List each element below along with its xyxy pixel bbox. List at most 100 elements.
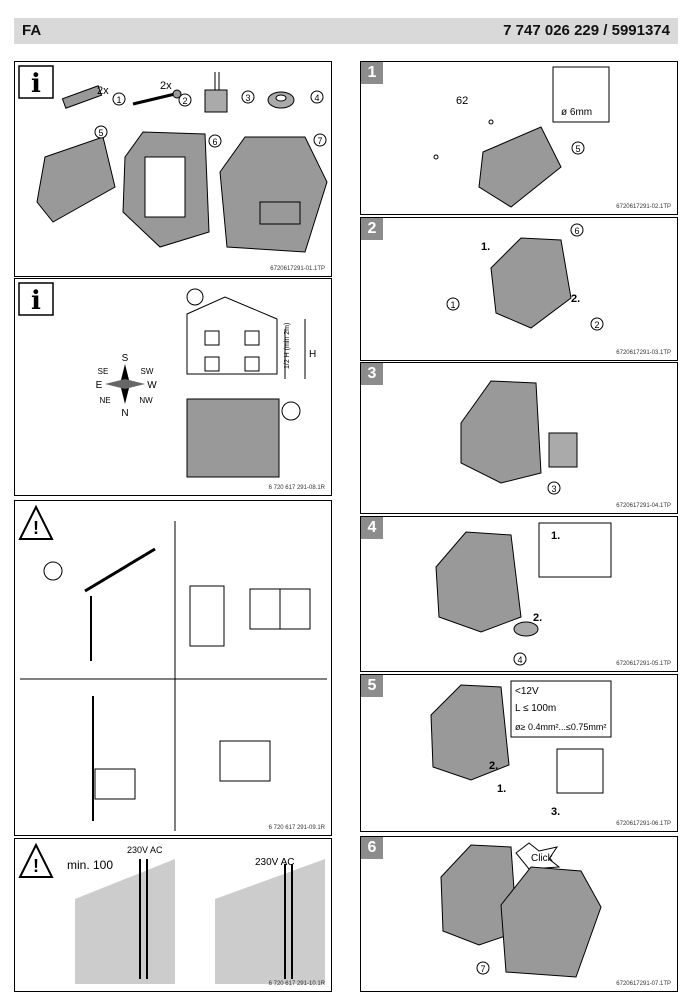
svg-text:!: ! [33, 856, 39, 876]
vent-grille [219, 740, 271, 782]
svg-text:2.: 2. [571, 293, 580, 305]
svg-text:5: 5 [575, 144, 580, 154]
orientation-illustration: ℹ 1/2 H (min 2m) H S SE SW E W NE NW N [18, 282, 316, 478]
step-number: 1 [361, 62, 383, 84]
page-header: FA 7 747 026 229 / 5991374 [14, 18, 678, 44]
step-number: 3 [361, 363, 383, 385]
warning-icon [18, 504, 54, 540]
svg-text:W: W [147, 380, 157, 391]
screw-icon [132, 89, 182, 106]
svg-text:2x: 2x [97, 85, 109, 97]
drill-template-illustration: 62 ø 6mm 5 [433, 66, 610, 208]
svg-text:230V AC: 230V AC [127, 845, 163, 855]
step-number: 2 [361, 218, 383, 240]
svg-text:1.: 1. [497, 783, 506, 795]
figure-ref: 6720617291-04.1TP [616, 503, 671, 509]
sensor-cover [219, 136, 328, 253]
base-mounting-illustration: 1. 2. 6 1 2 [446, 223, 604, 331]
svg-text:!: ! [33, 518, 39, 538]
mounting-warnings-panel: ! 6 720 617 291-09.1R [14, 500, 332, 836]
info-icon: ℹ [31, 285, 41, 315]
svg-text:7: 7 [317, 136, 322, 146]
svg-text:1.: 1. [481, 241, 490, 253]
door [189, 585, 225, 647]
document-number: 7 747 026 229 / 5991374 [503, 22, 670, 39]
svg-text:L ≤ 100m: L ≤ 100m [515, 703, 556, 714]
terminal-install-illustration: 3 [460, 380, 578, 495]
sun-icon [43, 561, 63, 581]
figure-ref: 6720617291-06.1TP [616, 821, 671, 827]
cover-close-illustration: Click 7 [440, 842, 602, 978]
grommet-icon [267, 91, 295, 109]
figure-ref: 6 720 617 291-09.1R [268, 825, 325, 831]
svg-text:6: 6 [574, 226, 579, 236]
sun-icon [186, 288, 204, 306]
svg-text:1.: 1. [551, 530, 560, 542]
svg-text:62: 62 [456, 95, 468, 107]
cable-distance-panel: ! min. 100 230V AC 230V AC 6 720 617 291… [14, 838, 332, 992]
language-code: FA [22, 22, 42, 39]
figure-ref: 6 720 617 291-08.1R [268, 485, 325, 491]
info-icon-frame [18, 65, 54, 99]
svg-text:5: 5 [98, 128, 103, 138]
svg-text:SE: SE [98, 367, 109, 376]
terminal-block-icon [204, 72, 228, 113]
svg-text:2x: 2x [160, 80, 172, 92]
svg-text:3: 3 [551, 484, 556, 494]
svg-text:Click: Click [531, 853, 554, 864]
svg-text:E: E [96, 380, 103, 391]
grommet-install-illustration: 1. 2. 4 [435, 522, 612, 666]
svg-text:2.: 2. [533, 612, 542, 624]
house-plan [186, 398, 280, 478]
wall-left [75, 859, 175, 984]
info-icon: ℹ [31, 68, 41, 98]
step-number: 4 [361, 517, 383, 539]
svg-text:6: 6 [212, 137, 217, 147]
svg-text:ø 6mm: ø 6mm [561, 107, 592, 118]
svg-text:2: 2 [182, 96, 187, 106]
figure-ref: 6 720 617 291-10.1R [268, 981, 325, 987]
svg-text:3.: 3. [551, 806, 560, 818]
svg-text:230V AC: 230V AC [255, 857, 294, 868]
svg-text:4: 4 [517, 655, 522, 665]
figure-ref: 6720617291-01.1TP [270, 266, 325, 272]
figure-ref: 6720617291-02.1TP [616, 204, 671, 210]
step-1-panel: 1 62 ø 6mm 5 6720617291-02.1TP [360, 61, 678, 215]
svg-text:<12V: <12V [515, 686, 539, 697]
parts-overview-panel: ℹ 2x 1 2x 2 3 4 5 6 [14, 61, 332, 277]
figure-ref: 6720617291-07.1TP [616, 981, 671, 987]
svg-text:NW: NW [139, 396, 153, 405]
info-icon-frame [18, 282, 54, 316]
svg-text:4: 4 [314, 93, 319, 103]
sensor-cover [500, 866, 602, 978]
step-5-panel: 5 <12V L ≤ 100m ø≥ 0.4mm²...≤0.75mm² 2. … [360, 674, 678, 832]
step-number: 6 [361, 837, 383, 859]
svg-text:1: 1 [450, 300, 455, 310]
step-6-panel: 6 Click 7 6720617291-07.1TP [360, 836, 678, 992]
svg-text:min. 100: min. 100 [67, 858, 113, 872]
svg-text:SW: SW [141, 367, 154, 376]
cable-spec-box [510, 680, 612, 738]
figure-ref: 6720617291-05.1TP [616, 661, 671, 667]
step-4-panel: 4 1. 2. 4 6720617291-05.1TP [360, 516, 678, 672]
svg-text:N: N [121, 408, 128, 419]
wall-right [215, 859, 325, 984]
warning-icon [18, 842, 54, 878]
svg-text:NE: NE [99, 396, 110, 405]
svg-text:S: S [122, 353, 129, 364]
house-front [186, 296, 278, 375]
orientation-panel: ℹ 1/2 H (min 2m) H S SE SW E W NE NW N 6… [14, 278, 332, 496]
step-3-panel: 3 3 6720617291-04.1TP [360, 362, 678, 514]
step-2-panel: 2 1. 2. 6 1 2 6720617291-03.1TP [360, 217, 678, 361]
svg-text:7: 7 [480, 964, 485, 974]
svg-text:ø≥ 0.4mm²...≤0.75mm²: ø≥ 0.4mm²...≤0.75mm² [515, 722, 606, 732]
parts-illustration: ℹ 2x 1 2x 2 3 4 5 6 [18, 65, 328, 253]
svg-text:2: 2 [594, 320, 599, 330]
step-number: 5 [361, 675, 383, 697]
warning-illustration: ! [18, 504, 327, 831]
figure-ref: 6720617291-03.1TP [616, 350, 671, 356]
svg-text:1/2 H (min 2m): 1/2 H (min 2m) [284, 323, 291, 369]
svg-text:3: 3 [245, 93, 250, 103]
drill-icon [552, 66, 610, 123]
wall-plug-icon [61, 85, 103, 109]
